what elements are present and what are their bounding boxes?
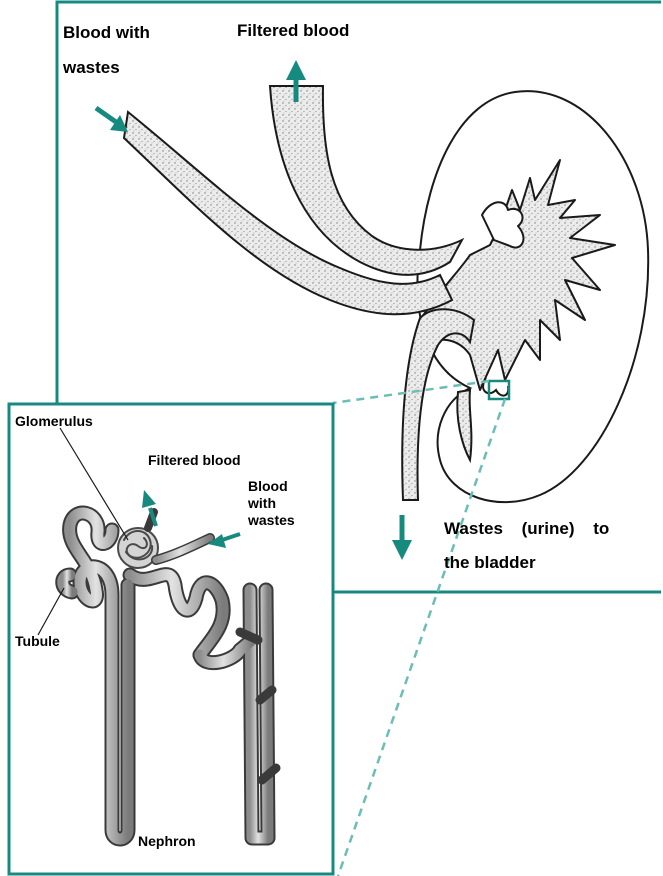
blood-in-label: Blood with wastes bbox=[63, 22, 150, 79]
blood-inset-line3: wastes bbox=[248, 512, 295, 529]
filtered-blood-top-label: Filtered blood bbox=[237, 20, 349, 41]
blood-inset-label: Blood with wastes bbox=[248, 478, 295, 528]
filtered-blood-inset-label: Filtered blood bbox=[148, 452, 241, 470]
blood-inset-line2: with bbox=[248, 495, 295, 512]
blood-inset-line1: Blood bbox=[248, 478, 295, 495]
blood-in-label-line1: Blood with bbox=[63, 22, 150, 43]
tubule-label: Tubule bbox=[15, 633, 60, 651]
urine-label: Wastes (urine) to the bladder bbox=[444, 512, 609, 580]
arrow-down-right-icon bbox=[96, 108, 128, 132]
glomerulus-label: Glomerulus bbox=[15, 413, 93, 431]
arrow-down-icon bbox=[392, 515, 412, 560]
nephron-label: Nephron bbox=[138, 833, 196, 851]
urine-label-line2: the bladder bbox=[444, 546, 609, 580]
blood-in-label-line2: wastes bbox=[63, 57, 150, 78]
urine-label-line1: Wastes (urine) to bbox=[444, 512, 609, 546]
